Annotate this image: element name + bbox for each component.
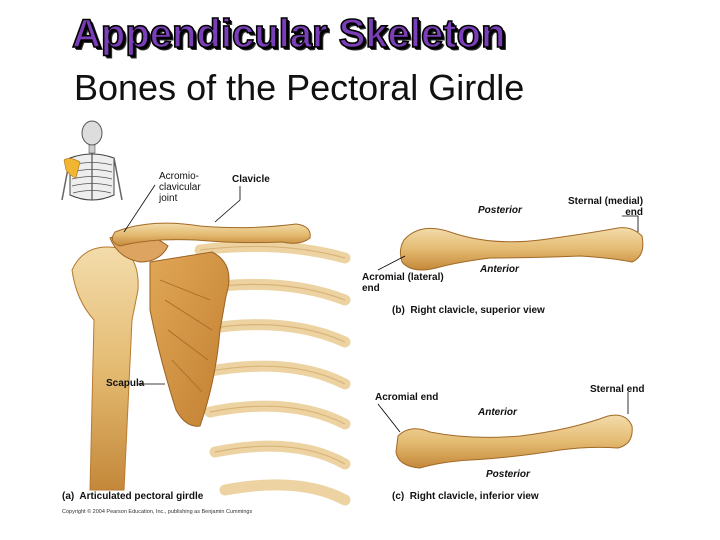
caption-c: (c) Right clavicle, inferior view: [392, 491, 539, 502]
slide-title: Appendicular Skeleton: [71, 11, 506, 57]
label-acromioclavicular-joint: Acromio- clavicular joint: [159, 171, 201, 204]
label-acromial-lateral-end: Acromial (lateral) end: [362, 272, 444, 294]
label-posterior-b: Posterior: [478, 205, 522, 216]
copyright-notice: Copyright © 2004 Pearson Education, Inc.…: [62, 509, 253, 515]
humerus: [71, 246, 139, 491]
clavicle-superior-view: [399, 227, 644, 271]
clavicle-articulated: [111, 222, 311, 247]
label-sternal-end: Sternal end: [590, 384, 645, 395]
clavicle-inferior-view: [395, 414, 633, 469]
label-anterior-c: Anterior: [478, 407, 517, 418]
skeleton-thumbnail: [61, 120, 123, 201]
label-posterior-c: Posterior: [486, 469, 530, 480]
caption-b: (b) Right clavicle, superior view: [392, 305, 545, 316]
label-anterior-b: Anterior: [480, 264, 519, 275]
label-clavicle: Clavicle: [232, 174, 270, 185]
label-scapula: Scapula: [106, 378, 145, 389]
label-acromial-end: Acromial end: [375, 392, 439, 403]
label-sternal-medial-end: Sternal (medial) end: [568, 196, 644, 218]
slide-subtitle: Bones of the Pectoral Girdle: [74, 67, 525, 108]
caption-a: (a) Articulated pectoral girdle: [62, 491, 204, 502]
